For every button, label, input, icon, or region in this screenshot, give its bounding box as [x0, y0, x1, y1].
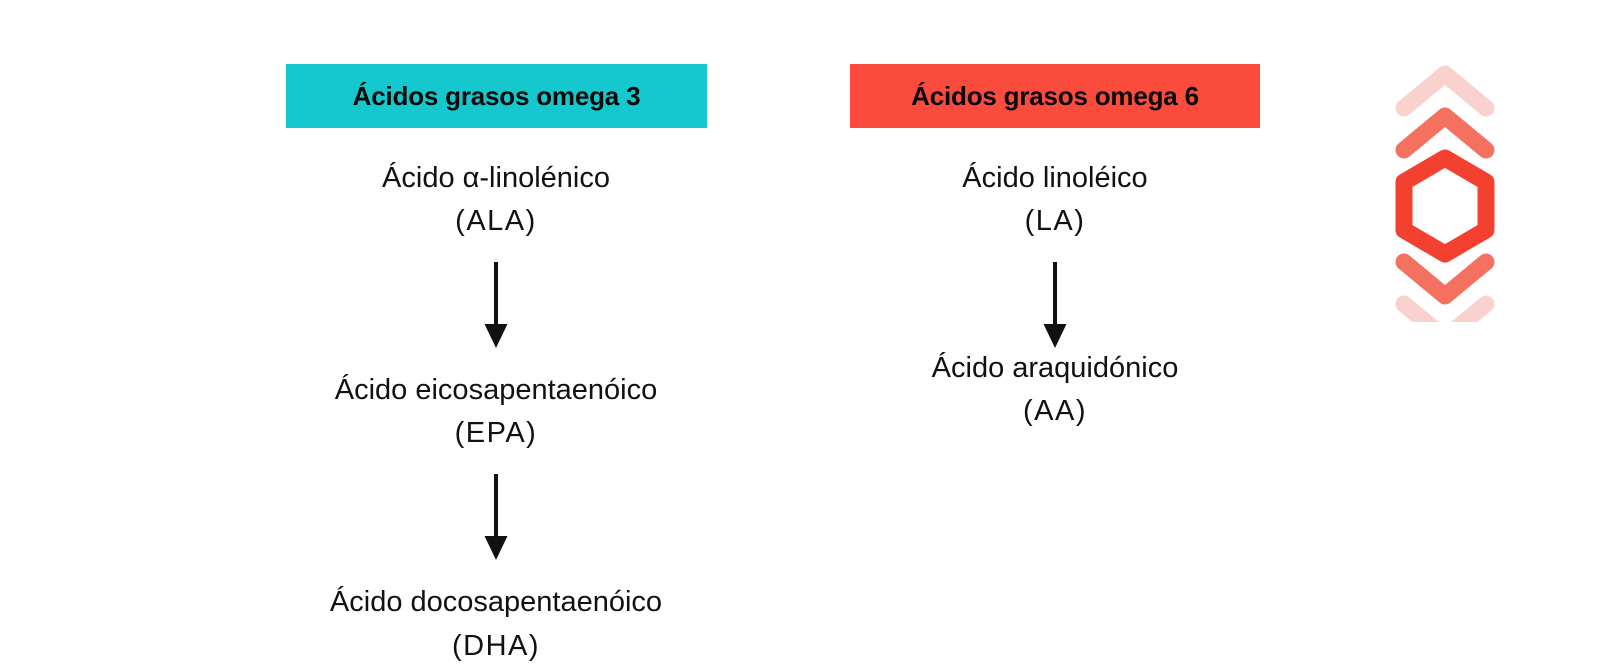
node-epa: Ácido eicosapentaenóico (EPA)	[236, 372, 756, 452]
chevron-down-outer-icon	[1395, 295, 1495, 322]
header-banner-omega3: Ácidos grasos omega 3	[286, 64, 707, 128]
node-aa-name: Ácido araquidónico	[931, 352, 1179, 385]
node-la: Ácido linoléico (LA)	[800, 160, 1310, 240]
column-omega3: Ácidos grasos omega 3 Ácido α-linolénico…	[236, 0, 756, 662]
node-epa-name: Ácido eicosapentaenóico	[334, 374, 658, 407]
chevron-up-outer-icon	[1395, 65, 1495, 117]
hexagon-chevron-logo	[1390, 58, 1500, 322]
arrow-epa-to-dha	[236, 474, 756, 562]
chain-omega6: Ácido linoléico (LA) Ácido araquidónico …	[800, 160, 1310, 430]
arrow-ala-to-epa	[236, 262, 756, 350]
node-aa: Ácido araquidónico (AA)	[800, 350, 1310, 430]
node-aa-abbr: (AA)	[1023, 395, 1087, 428]
node-dha-name: Ácido docosapentaenóico	[329, 586, 663, 619]
header-banner-omega6-label: Ácidos grasos omega 6	[911, 80, 1199, 111]
spacer	[800, 240, 1310, 262]
chain-omega3: Ácido α-linolénico (ALA) Ácido eicosapen…	[236, 160, 756, 665]
node-dha-abbr: (DHA)	[451, 629, 541, 662]
node-la-abbr: (LA)	[1024, 205, 1086, 238]
node-epa-abbr: (EPA)	[454, 417, 538, 450]
spacer	[236, 350, 756, 372]
node-ala: Ácido α-linolénico (ALA)	[236, 160, 756, 240]
diagram-canvas: Ácidos grasos omega 3 Ácido α-linolénico…	[236, 0, 1500, 662]
spacer	[236, 240, 756, 262]
spacer	[236, 562, 756, 584]
hexagon-icon	[1395, 149, 1495, 263]
node-dha: Ácido docosapentaenóico (DHA)	[236, 584, 756, 664]
spacer	[236, 452, 756, 474]
header-banner-omega3-label: Ácidos grasos omega 3	[352, 80, 641, 111]
node-ala-abbr: (ALA)	[455, 205, 537, 238]
node-la-name: Ácido linoléico	[962, 162, 1148, 194]
header-banner-omega6: Ácidos grasos omega 6	[850, 64, 1260, 128]
arrow-la-to-aa	[800, 262, 1310, 350]
chevron-up-inner-icon	[1395, 107, 1495, 159]
node-ala-name: Ácido α-linolénico	[382, 162, 610, 194]
chevron-down-inner-icon	[1395, 253, 1495, 305]
column-omega6: Ácidos grasos omega 6 Ácido linoléico (L…	[800, 0, 1310, 602]
